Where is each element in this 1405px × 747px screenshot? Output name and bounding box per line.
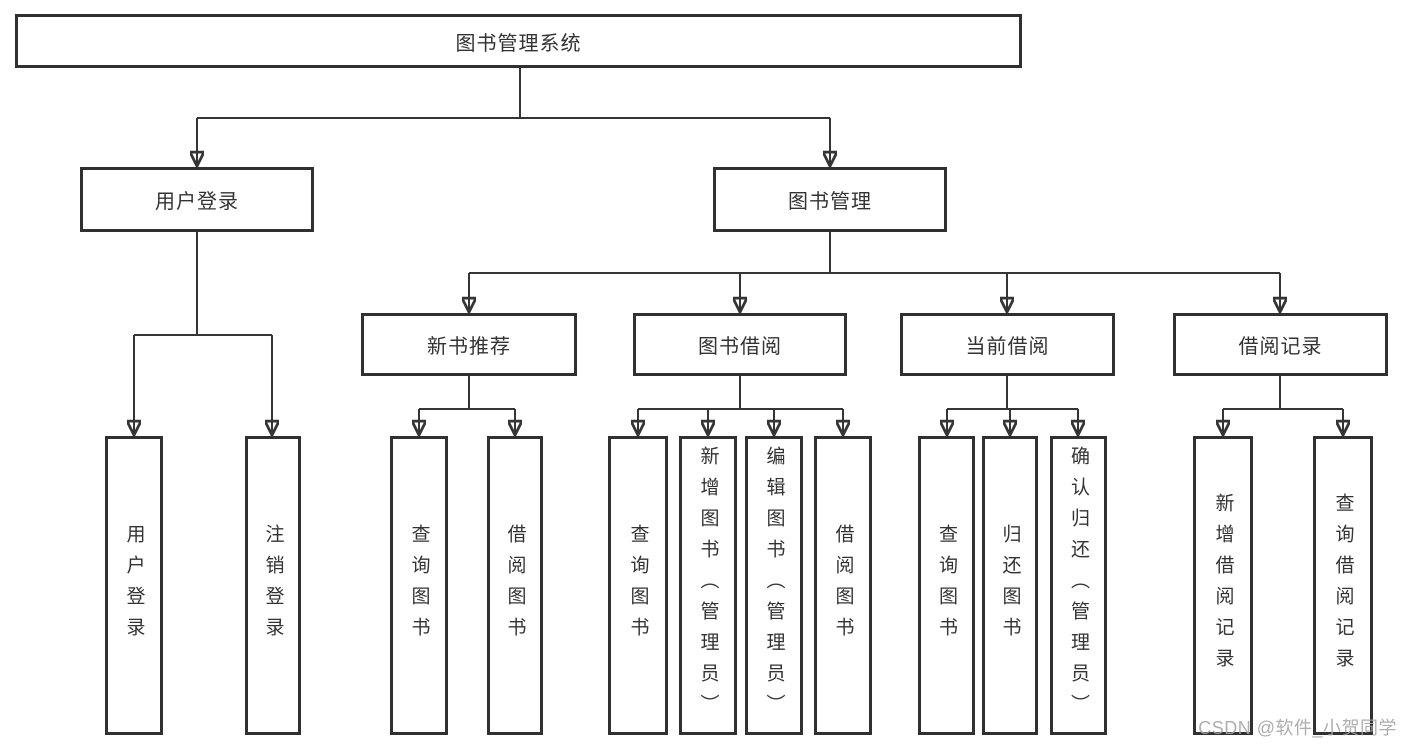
- node-label: 借阅图书: [504, 523, 526, 648]
- leaf-query-books-recommend: 查询图书: [390, 436, 448, 735]
- node-borrowing-records: 借阅记录: [1173, 313, 1388, 376]
- node-current-borrowing: 当前借阅: [900, 313, 1115, 376]
- node-label: 图书借阅: [698, 336, 782, 358]
- node-new-book-recommendation: 新书推荐: [361, 313, 577, 376]
- leaf-return-books: 归还图书: [982, 436, 1038, 735]
- node-label: 确认归还（管理员）: [1068, 446, 1089, 725]
- node-label: 图书管理: [788, 191, 872, 213]
- node-label: 查询图书: [936, 523, 957, 648]
- node-label: 用户登录: [123, 523, 145, 648]
- node-label: 图书管理系统: [455, 32, 582, 55]
- leaf-borrow-books-borrowing: 借阅图书: [814, 436, 872, 735]
- node-label: 借阅图书: [832, 523, 854, 648]
- csdn-watermark: CSDN @软件_小贺同学: [1198, 718, 1397, 738]
- node-label: 新书推荐: [427, 336, 511, 358]
- node-label: 归还图书: [999, 523, 1021, 648]
- leaf-add-borrow-record: 新增借阅记录: [1193, 436, 1253, 735]
- node-label: 新增借阅记录: [1212, 492, 1234, 679]
- leaf-query-borrow-record: 查询借阅记录: [1313, 436, 1373, 735]
- node-label: 用户登录: [155, 191, 239, 213]
- node-library-management-system: 图书管理系统: [15, 14, 1022, 68]
- leaf-query-books-current: 查询图书: [918, 436, 975, 735]
- leaf-confirm-return-admin: 确认归还（管理员）: [1050, 436, 1107, 735]
- node-label: 借阅记录: [1238, 336, 1323, 358]
- node-user-login: 用户登录: [80, 167, 314, 232]
- node-label: 当前借阅: [965, 336, 1050, 358]
- node-label: 查询图书: [627, 523, 649, 648]
- node-label: 注销登录: [262, 523, 284, 648]
- leaf-logout: 注销登录: [245, 436, 301, 735]
- leaf-query-books-borrowing: 查询图书: [608, 436, 668, 735]
- leaf-borrow-books-recommend: 借阅图书: [487, 436, 543, 735]
- leaf-add-books-admin: 新增图书（管理员）: [679, 436, 737, 735]
- leaf-edit-books-admin: 编辑图书（管理员）: [745, 436, 803, 735]
- node-book-management: 图书管理: [713, 167, 947, 232]
- node-book-borrowing: 图书借阅: [633, 313, 847, 376]
- node-label: 查询借阅记录: [1332, 492, 1354, 679]
- node-label: 查询图书: [408, 523, 430, 648]
- node-label: 编辑图书（管理员）: [763, 446, 785, 725]
- node-label: 新增图书（管理员）: [697, 446, 719, 725]
- leaf-user-login: 用户登录: [105, 436, 163, 735]
